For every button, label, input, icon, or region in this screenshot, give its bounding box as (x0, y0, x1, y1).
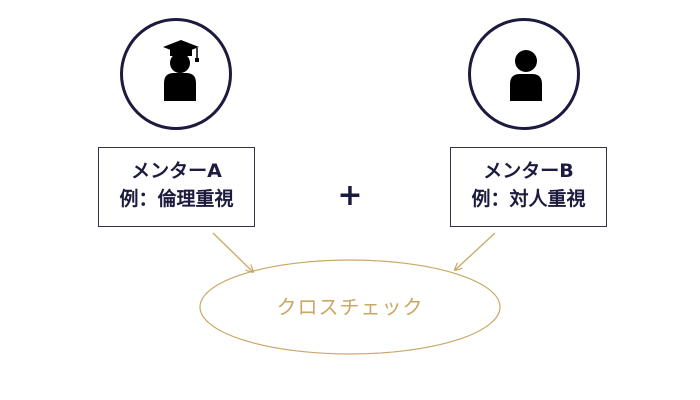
mentor-b-box: メンターB 例：対人重視 (450, 147, 607, 227)
graduate-icon (163, 40, 199, 101)
mentor-b-avatar (468, 18, 580, 130)
cross-check-label: クロスチェック (276, 295, 424, 319)
mentor-b-name: メンターB (483, 160, 574, 182)
arrow-b-to-crosscheck (455, 232, 496, 270)
mentor-b-example: 例：対人重視 (471, 188, 586, 210)
mentor-a-avatar (120, 18, 232, 130)
mentor-a-name: メンターA (131, 160, 222, 182)
plus-sign: + (337, 178, 363, 213)
mentor-a-example: 例：倫理重視 (119, 188, 234, 210)
person-icon (510, 50, 542, 101)
cross-check-ellipse (199, 259, 501, 355)
mentor-a-box: メンターA 例：倫理重視 (98, 147, 255, 227)
arrow-a-to-crosscheck (212, 232, 253, 272)
